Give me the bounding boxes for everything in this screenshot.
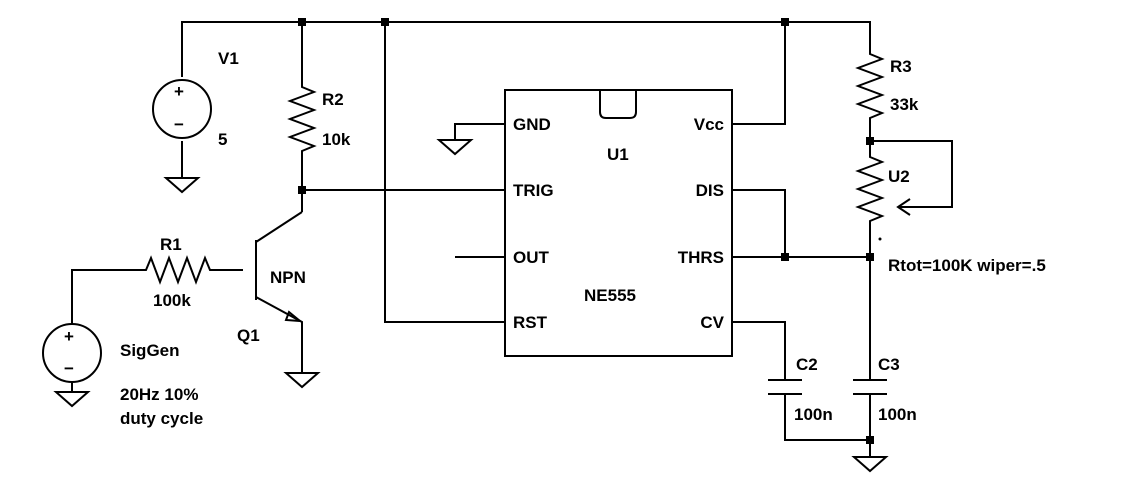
u1-pin-cv: CV — [700, 313, 724, 332]
wire-vcc-rail — [181, 21, 871, 77]
v1-plus-sign: + — [174, 82, 184, 101]
u2-name: U2 — [888, 167, 910, 186]
siggen-name: SigGen — [120, 341, 180, 360]
u2-symbol — [855, 150, 885, 226]
junction-dot — [381, 18, 389, 26]
wire-emitter-ground — [255, 296, 303, 373]
wire-rst — [384, 22, 505, 323]
siggen-desc-line1: 20Hz 10% — [120, 385, 198, 404]
siggen-desc-line2: duty cycle — [120, 409, 203, 428]
c2-value: 100n — [794, 405, 833, 424]
wire-cv — [732, 321, 786, 380]
ground-icon — [163, 177, 201, 194]
c3-name: C3 — [878, 355, 900, 374]
u1-pin-out: OUT — [513, 248, 550, 267]
c3-capacitor[interactable]: C3 100n — [853, 355, 917, 424]
v1-source[interactable]: + − V1 5 — [152, 49, 239, 149]
u1-body — [504, 89, 733, 357]
junction-dot — [298, 186, 306, 194]
v1-name: V1 — [218, 49, 239, 68]
r2-symbol — [287, 80, 317, 156]
u1-pin-rst: RST — [513, 313, 548, 332]
u1-pin-gnd: GND — [513, 115, 551, 134]
junctions — [298, 18, 874, 444]
junction-dot — [866, 253, 874, 261]
wire-pot-wiper-loop — [870, 140, 953, 208]
v1-value: 5 — [218, 130, 227, 149]
r3-symbol — [855, 47, 885, 123]
u1-pin-vcc: Vcc — [694, 115, 724, 134]
r3-resistor[interactable]: R3 33k — [855, 47, 919, 123]
q1-transistor[interactable]: NPN Q1 — [237, 240, 306, 345]
q1-name: Q1 — [237, 326, 260, 345]
v1-symbol — [152, 79, 212, 139]
u2-pin-marker — [878, 237, 882, 241]
q1-emitter-arrow — [284, 310, 304, 323]
ground-icon — [53, 391, 91, 408]
ground-icon — [283, 372, 321, 389]
siggen-source[interactable]: + − SigGen 20Hz 10% duty cycle — [42, 323, 203, 428]
wire-vcc-pin — [732, 22, 786, 125]
u2-params: Rtot=100K wiper=.5 — [888, 256, 1046, 275]
r1-symbol — [140, 255, 216, 285]
junction-dot — [781, 18, 789, 26]
u1-pin-thrs: THRS — [678, 248, 724, 267]
siggen-minus-sign: − — [64, 359, 74, 378]
wire-siggen-r1 — [71, 269, 140, 324]
c2-name: C2 — [796, 355, 818, 374]
wires — [71, 21, 953, 457]
wire-dis — [732, 189, 786, 257]
c2-capacitor[interactable]: C2 100n — [768, 355, 833, 424]
r2-value: 10k — [322, 130, 351, 149]
wire-collector — [255, 211, 303, 243]
r2-name: R2 — [322, 90, 344, 109]
junction-dot — [866, 436, 874, 444]
siggen-symbol — [42, 323, 102, 383]
u1-part: NE555 — [584, 286, 636, 305]
v1-minus-sign: − — [174, 115, 184, 134]
junction-dot — [866, 137, 874, 145]
r2-resistor[interactable]: R2 10k — [287, 80, 351, 156]
ground-icon — [436, 139, 474, 156]
u2-wiper-arrow — [896, 198, 911, 216]
c3-value: 100n — [878, 405, 917, 424]
wire-c2-bottom — [784, 394, 870, 441]
r1-name: R1 — [160, 235, 182, 254]
u1-ne555[interactable]: GND Vcc U1 TRIG DIS OUT THRS NE555 RST C… — [504, 89, 733, 357]
u1-name: U1 — [607, 145, 629, 164]
q1-type: NPN — [270, 268, 306, 287]
r3-value: 33k — [890, 95, 919, 114]
r3-name: R3 — [890, 57, 912, 76]
u1-pin-dis: DIS — [696, 181, 724, 200]
ground-icon — [851, 456, 889, 473]
r1-resistor[interactable]: R1 100k — [140, 235, 216, 310]
junction-dot — [781, 253, 789, 261]
u1-pin-trig: TRIG — [513, 181, 554, 200]
siggen-plus-sign: + — [64, 327, 74, 346]
r1-value: 100k — [153, 291, 191, 310]
junction-dot — [298, 18, 306, 26]
wire-gnd-pin — [454, 123, 505, 140]
u1-notch — [599, 90, 637, 119]
u2-potentiometer[interactable]: U2 Rtot=100K wiper=.5 — [855, 150, 1046, 275]
